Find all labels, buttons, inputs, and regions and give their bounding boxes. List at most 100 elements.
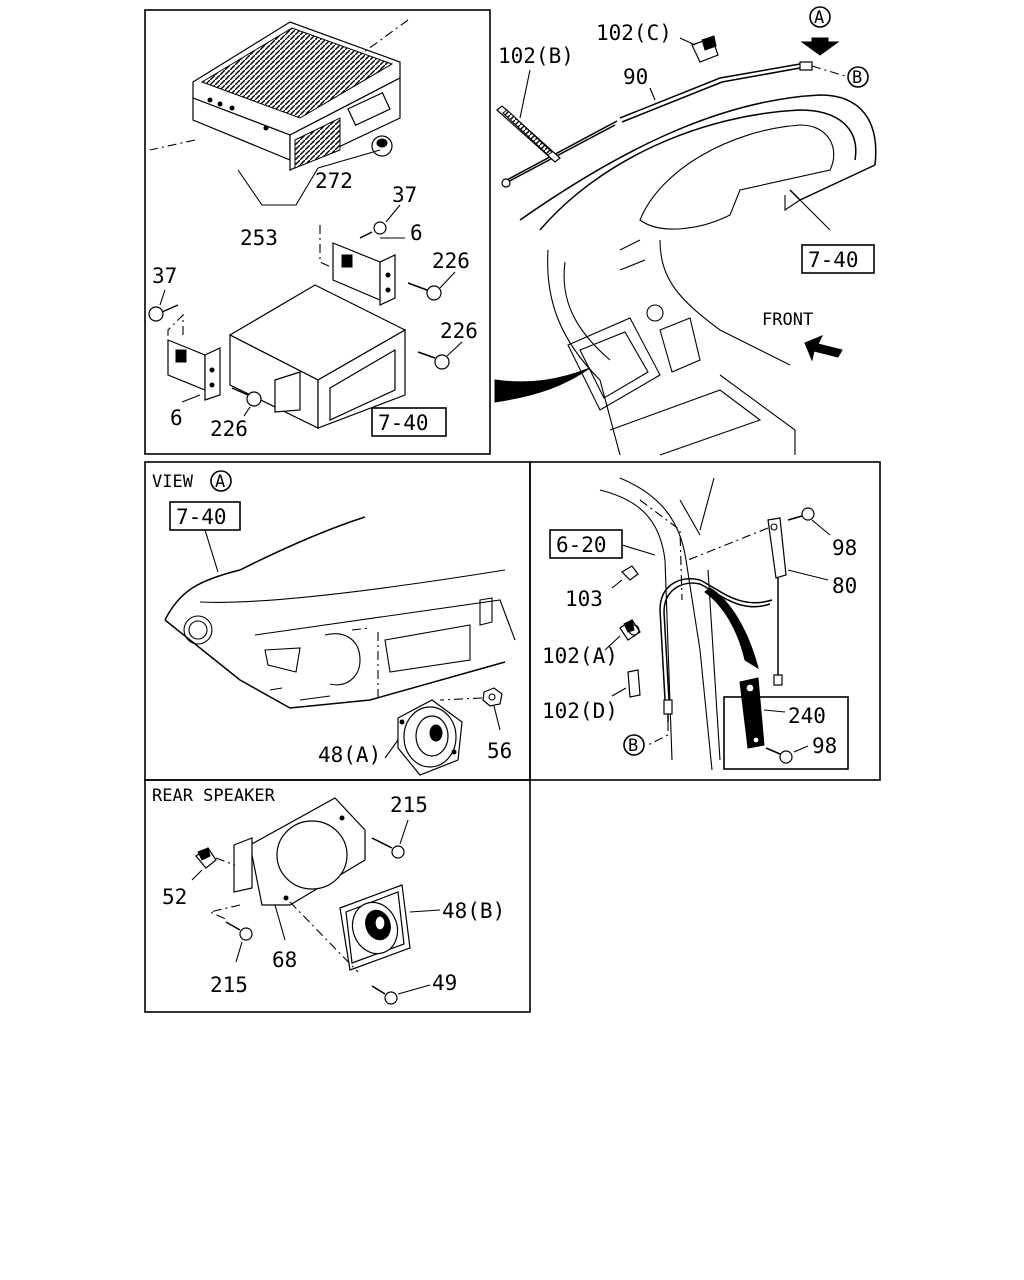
leader-215-lower xyxy=(235,941,243,963)
view-a-marker-text: A xyxy=(814,8,824,28)
radio-ref-line-left xyxy=(149,139,196,151)
front-arrow-icon xyxy=(804,335,843,362)
antenna-frame xyxy=(529,461,881,781)
label-68: 68 xyxy=(272,948,297,972)
leader-37-left xyxy=(159,289,166,306)
label-48b: 48(B) xyxy=(442,899,505,923)
bolt-226-mid xyxy=(417,351,450,370)
leader-102c xyxy=(679,37,696,46)
leader-37-right xyxy=(385,204,401,223)
label-ref-7-40-view: 7-40 xyxy=(176,505,227,529)
view-a-panel: VIEW A 7-40 48(A) xyxy=(144,461,531,781)
bolt-226-upper xyxy=(407,282,442,301)
leader-253 xyxy=(237,167,319,206)
screw-49 xyxy=(371,985,398,1005)
leader-272 xyxy=(317,149,381,169)
left-mount-bracket xyxy=(167,339,221,401)
leader-102b xyxy=(519,69,531,119)
screw-215-upper xyxy=(371,837,405,859)
mounting-sleeve xyxy=(228,284,407,429)
label-226-mid: 226 xyxy=(440,319,478,343)
leader-240 xyxy=(763,709,786,713)
clip-102a xyxy=(619,619,641,641)
rear-speaker-title: REAR SPEAKER xyxy=(152,786,276,806)
clip-102c xyxy=(691,35,719,63)
leader-68 xyxy=(274,904,286,941)
leader-6-left xyxy=(181,394,201,403)
label-48a: 48(A) xyxy=(318,743,381,767)
antenna-panel: 6-20 98 80 B 103 xyxy=(529,461,881,781)
label-103: 103 xyxy=(565,587,603,611)
label-240: 240 xyxy=(788,704,826,728)
ref-box-6-20 xyxy=(549,529,623,559)
audio-bracket-frame xyxy=(144,9,491,455)
dash-top-surface xyxy=(164,516,516,709)
ref-box-7-40-panel xyxy=(801,244,875,274)
rear-speaker-frame xyxy=(144,779,531,1013)
leader-98-lower xyxy=(793,745,809,753)
label-52: 52 xyxy=(162,885,187,909)
leader-226-mid xyxy=(446,341,463,357)
antenna-feeder-cable xyxy=(501,61,813,188)
view-a-title-marker xyxy=(210,470,232,492)
label-102d: 102(D) xyxy=(542,699,618,723)
bracket-ref-line xyxy=(319,225,334,269)
label-102c: 102(C) xyxy=(596,21,672,45)
label-215-upper: 215 xyxy=(390,793,428,817)
antenna-bracket-240 xyxy=(739,677,765,749)
clip-102d xyxy=(627,669,641,698)
leader-49 xyxy=(397,984,431,995)
screw-37-right xyxy=(359,221,387,239)
a-pillar xyxy=(599,477,721,771)
leader-102d xyxy=(611,687,627,697)
antenna-base-inset xyxy=(723,696,849,770)
leader-56 xyxy=(493,705,501,731)
connector-b-marker-antenna-text: B xyxy=(628,736,638,756)
connector-b-ref-antenna xyxy=(647,722,669,746)
label-98-upper: 98 xyxy=(832,536,857,560)
rear-speaker-panel: REAR SPEAKER 52 215 215 68 xyxy=(144,779,531,1013)
view-a-arrow-icon xyxy=(800,37,840,56)
instrument-panel xyxy=(519,94,877,456)
leader-48a xyxy=(384,739,399,759)
view-a-marker xyxy=(809,6,831,28)
leader-48b xyxy=(409,909,441,913)
label-6-right: 6 xyxy=(410,221,423,245)
speaker-hole-ref xyxy=(351,627,371,631)
view-a-title-marker-text: A xyxy=(215,472,225,492)
leader-98-upper xyxy=(811,519,831,536)
leader-80 xyxy=(787,569,829,581)
pillar-ref-line xyxy=(639,499,683,601)
label-37-left: 37 xyxy=(152,264,177,288)
label-ref-6-20: 6-20 xyxy=(556,533,607,557)
connector-b-marker-text: B xyxy=(852,68,862,88)
rear-speaker-48b xyxy=(339,884,411,971)
leader-226-lower xyxy=(243,406,251,417)
label-102b: 102(B) xyxy=(498,44,574,68)
antenna-mast-80 xyxy=(767,517,787,686)
label-272: 272 xyxy=(315,169,353,193)
antenna-cable-route xyxy=(659,578,773,722)
radio-head-unit xyxy=(192,21,401,171)
leader-52 xyxy=(191,869,203,881)
view-a-title: VIEW xyxy=(152,472,194,492)
screw-98-upper xyxy=(787,507,815,521)
label-226-upper: 226 xyxy=(432,249,470,273)
connector-b-marker-antenna xyxy=(623,734,645,756)
mast-ref-line xyxy=(687,527,769,561)
label-front: FRONT xyxy=(762,310,813,330)
label-49: 49 xyxy=(432,971,457,995)
screw-98-lower xyxy=(765,747,793,764)
screw-215-ref xyxy=(208,904,241,921)
right-mount-bracket xyxy=(332,242,396,306)
bolt-226-lower xyxy=(231,387,262,407)
label-ref-7-40-bracket: 7-40 xyxy=(378,411,429,435)
label-56: 56 xyxy=(487,739,512,763)
label-6-left: 6 xyxy=(170,406,183,430)
label-226-lower: 226 xyxy=(210,417,248,441)
nut-56 xyxy=(482,687,503,707)
front-speaker-48a xyxy=(397,699,463,776)
label-253: 253 xyxy=(240,226,278,250)
label-102a: 102(A) xyxy=(542,644,618,668)
